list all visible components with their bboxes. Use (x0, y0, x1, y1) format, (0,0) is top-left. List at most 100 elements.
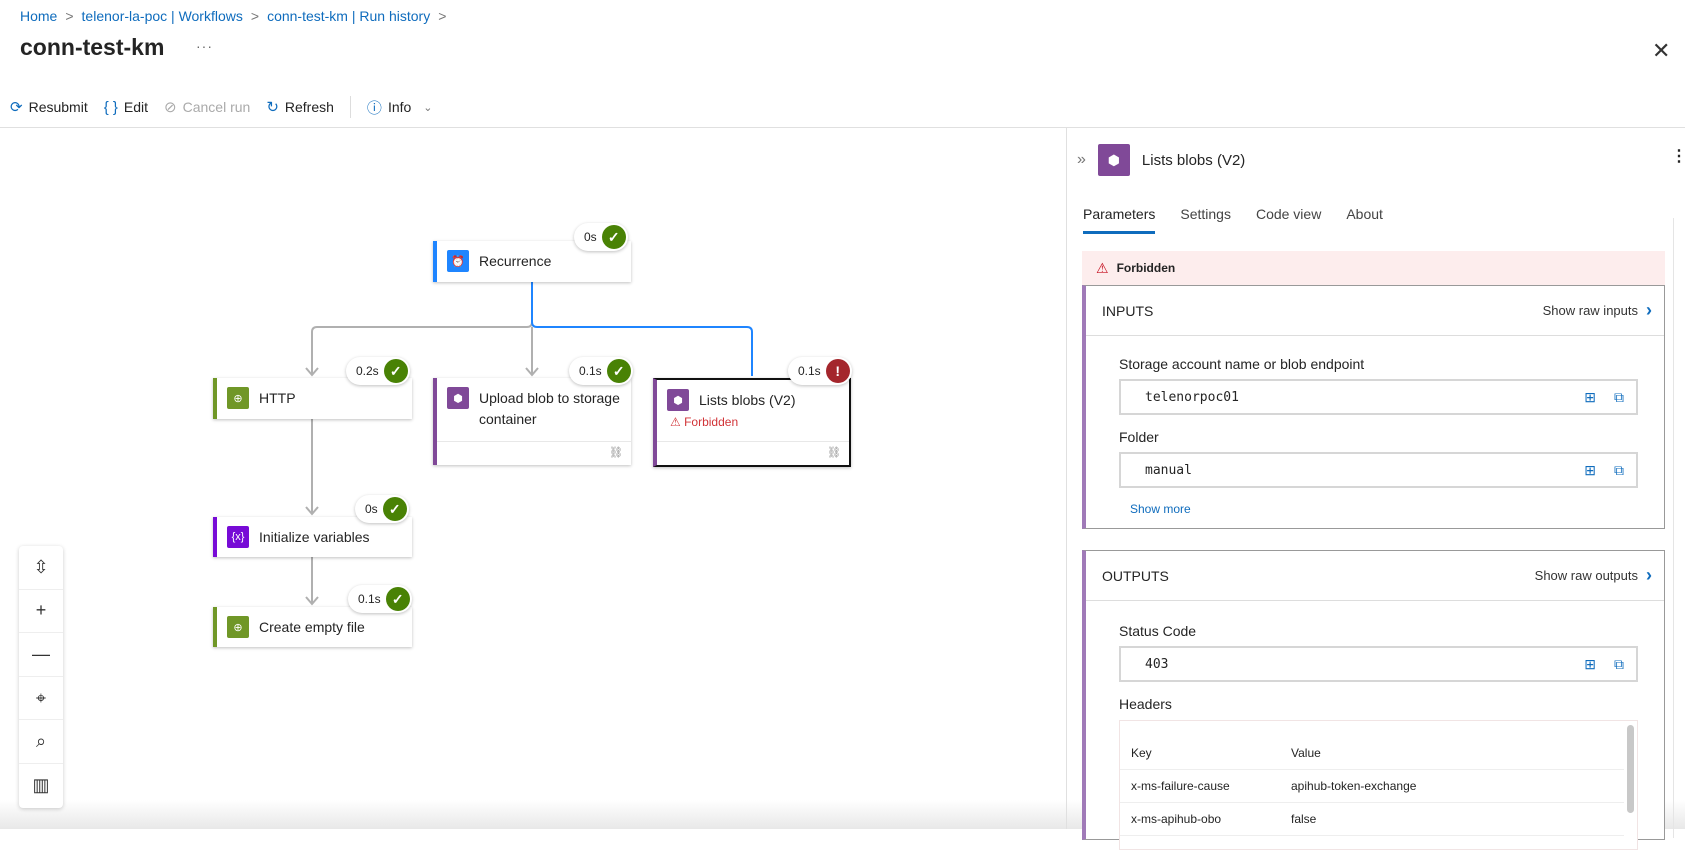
chevron-down-icon: ⌄ (423, 101, 433, 114)
refresh-icon: ↻ (266, 99, 279, 116)
resubmit-button[interactable]: ⟳ Resubmit (10, 98, 88, 116)
globe-icon: ⊕ (227, 616, 249, 638)
cancel-run-button[interactable]: ⊘ Cancel run (164, 98, 250, 116)
table-scrollbar[interactable] (1627, 725, 1634, 813)
status-badge: 0s✓ (574, 223, 628, 251)
info-icon: ⓘ (366, 99, 382, 117)
header-value: false (1291, 812, 1317, 826)
node-recurrence[interactable]: ⏰Recurrence (433, 241, 631, 282)
connector-lists (531, 282, 753, 376)
breadcrumb-workflows[interactable]: telenor-la-poc | Workflows (81, 8, 243, 24)
map-icon: ▥ (32, 775, 50, 796)
show-raw-inputs-link[interactable]: Show raw inputs› (1543, 300, 1652, 321)
chevron-right-icon: › (1646, 300, 1652, 320)
table-view-icon[interactable]: ⊞ (1584, 655, 1596, 672)
link-icon: ⛓ (437, 441, 631, 465)
copy-icon[interactable]: ⧉ (1614, 655, 1624, 672)
error-icon: ! (825, 359, 850, 383)
status-code-label: Status Code (1119, 623, 1197, 639)
warning-icon: ⚠ (1096, 259, 1109, 276)
node-label: Upload blob to storage container (479, 390, 620, 427)
status-badge: 0s✓ (355, 495, 409, 523)
cancel-label: Cancel run (182, 99, 251, 115)
breadcrumb-home[interactable]: Home (20, 8, 58, 24)
page-title: conn-test-km (20, 34, 165, 60)
status-badge: 0.1s ✓ (569, 357, 633, 385)
inputs-heading: INPUTS (1102, 302, 1154, 319)
node-http[interactable]: ⊕HTTP (213, 378, 412, 419)
table-view-icon[interactable]: ⊞ (1584, 461, 1596, 478)
node-upload-blob[interactable]: ⬢ Upload blob to storage container ⛓ (433, 378, 631, 465)
minus-icon: — (32, 643, 50, 664)
check-icon: ✓ (606, 359, 631, 383)
refresh-button[interactable]: ↻Refresh (266, 98, 334, 116)
search-button[interactable]: ⌕ (19, 720, 63, 764)
folder-value: manual (1145, 462, 1192, 478)
duration: 0.1s (358, 592, 381, 606)
tab-about[interactable]: About (1346, 206, 1383, 222)
info-label: Info (387, 99, 412, 115)
copy-icon[interactable]: ⧉ (1614, 388, 1624, 405)
node-label: Initialize variables (259, 529, 370, 545)
collapse-panel-icon[interactable]: » (1077, 151, 1086, 168)
breadcrumb-run-history[interactable]: conn-test-km | Run history (267, 8, 431, 24)
edit-button[interactable]: { }Edit (104, 99, 148, 116)
headers-label: Headers (1119, 696, 1172, 712)
node-initialize-variables[interactable]: {x} Initialize variables (213, 517, 412, 557)
details-panel: » ⬢ Lists blobs (V2) ⋮ Parameters Settin… (1066, 128, 1685, 850)
canvas-controls: ⇳ + — ⌖ ⌕ ▥ (19, 546, 63, 808)
resubmit-label: Resubmit (28, 99, 88, 115)
table-view-icon[interactable]: ⊞ (1584, 388, 1596, 405)
table-row: x-ms-apihub-obo false (1120, 803, 1624, 836)
close-button[interactable]: ✕ (1652, 38, 1671, 63)
cancel-icon: ⊘ (164, 99, 177, 116)
panel-scrollbar[interactable] (1673, 218, 1674, 838)
copy-icon[interactable]: ⧉ (1614, 461, 1624, 478)
fit-view-button[interactable]: ⌖ (19, 677, 63, 721)
storage-account-field[interactable]: telenorpoc01⊞⧉ (1119, 379, 1638, 415)
duration: 0.1s (798, 364, 821, 378)
zoom-in-button[interactable]: + (19, 590, 63, 634)
duration: 0.1s (579, 364, 602, 378)
minimap-button[interactable]: ▥ (19, 764, 63, 808)
collapse-button[interactable]: ⇳ (19, 546, 63, 590)
node-create-empty-file[interactable]: ⊕ Create empty file (213, 607, 412, 647)
variable-icon: {x} (227, 526, 249, 548)
storage-blob-icon: ⬢ (447, 387, 469, 409)
folder-field[interactable]: manual ⊞ ⧉ (1119, 452, 1638, 488)
resubmit-icon: ⟳ (10, 99, 23, 116)
connector-http (311, 282, 533, 374)
node-label: Recurrence (479, 253, 552, 269)
duration: 0.2s (356, 364, 379, 378)
check-icon: ✓ (601, 225, 626, 249)
outputs-heading: OUTPUTS (1102, 567, 1169, 584)
collapse-icon: ⇳ (33, 556, 49, 577)
status-code-value: 403 (1145, 656, 1169, 672)
node-label: Lists blobs (V2) (699, 392, 796, 408)
show-raw-outputs-link[interactable]: Show raw outputs› (1535, 565, 1652, 586)
zoom-out-button[interactable]: — (19, 633, 63, 677)
tab-settings[interactable]: Settings (1180, 206, 1231, 222)
status-code-field[interactable]: 403 ⊞ ⧉ (1119, 646, 1638, 682)
status-badge: 0.1s✓ (348, 585, 412, 613)
show-more-link[interactable]: Show more (1130, 502, 1191, 516)
tab-code-view[interactable]: Code view (1255, 206, 1322, 222)
workflow-canvas[interactable]: ⏰Recurrence 0s✓ ⊕HTTP 0.2s✓ ⬢Upload blob… (0, 128, 1066, 829)
toolbar-divider (349, 96, 351, 118)
header-key: x-ms-failure-cause (1131, 779, 1230, 793)
column-value: Value (1291, 746, 1321, 760)
node-label: Create empty file (259, 619, 365, 635)
header-key: x-ms-apihub-obo (1131, 812, 1222, 826)
panel-menu-icon[interactable]: ⋮ (1671, 148, 1685, 165)
tab-parameters[interactable]: Parameters (1083, 206, 1156, 234)
show-raw-outputs-label: Show raw outputs (1534, 568, 1638, 583)
info-button[interactable]: ⓘ Info ⌄ (367, 97, 433, 118)
more-options-button[interactable]: ··· (196, 38, 213, 54)
header-divider (0, 127, 1685, 128)
node-label: HTTP (259, 390, 296, 406)
node-lists-blobs[interactable]: ⬢Lists blobs (V2) ⚠ Forbidden ⛓ (653, 378, 851, 467)
braces-icon: { } (103, 98, 118, 116)
error-banner-text: Forbidden (1116, 261, 1176, 275)
